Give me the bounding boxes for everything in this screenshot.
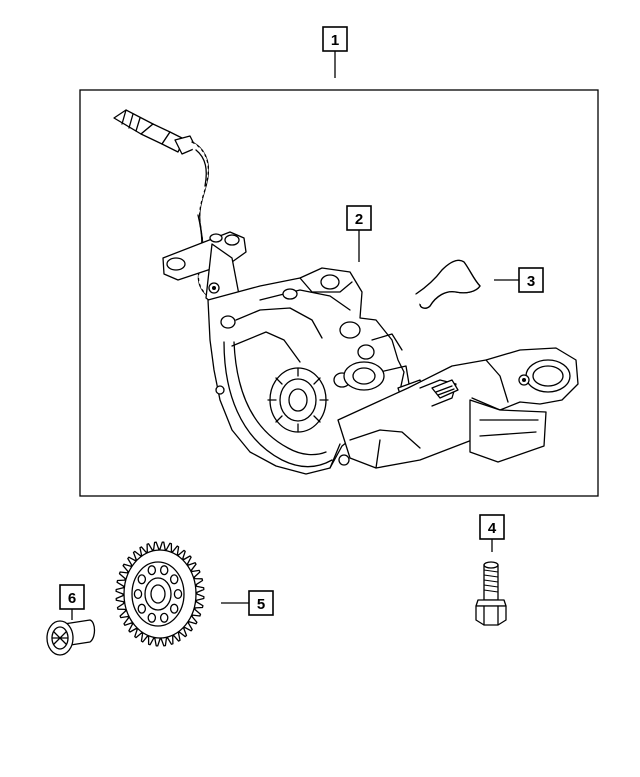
- outlet-bracket: [337, 347, 579, 469]
- sprocket-hole: [159, 612, 169, 623]
- callout-1-label: 1: [331, 32, 339, 49]
- assembly-frame: [79, 89, 599, 497]
- sprocket-hole: [147, 565, 157, 576]
- callout-2[interactable]: 2: [346, 205, 372, 231]
- sprocket-hole: [159, 565, 169, 576]
- sprocket-hole: [147, 612, 157, 623]
- sprocket-hole: [169, 603, 179, 614]
- callout-1[interactable]: 1: [322, 26, 348, 52]
- callout-2-label: 2: [355, 211, 363, 228]
- flange-bolt: [475, 561, 507, 626]
- callout-3-label: 3: [527, 273, 535, 290]
- callout-4-label: 4: [488, 520, 497, 537]
- sprocket-hole: [137, 603, 147, 614]
- callout-5[interactable]: 5: [248, 590, 274, 616]
- retaining-clip: [415, 259, 481, 309]
- sensor-connector: [113, 109, 197, 155]
- pump-drive-hub: [343, 361, 385, 391]
- drive-sprocket: [115, 541, 205, 647]
- sprocket-screw: [46, 619, 96, 656]
- sprocket-hole: [169, 574, 179, 585]
- sprocket-hole: [133, 588, 143, 600]
- callout-4[interactable]: 4: [479, 514, 505, 540]
- sprocket-hole: [137, 574, 147, 585]
- oil-pump-assembly: [113, 109, 579, 475]
- callout-5-label: 5: [257, 596, 265, 613]
- sprocket-hole: [173, 588, 183, 600]
- callout-6-label: 6: [68, 590, 76, 607]
- callout-3[interactable]: 3: [518, 267, 544, 293]
- callout-6[interactable]: 6: [59, 584, 85, 610]
